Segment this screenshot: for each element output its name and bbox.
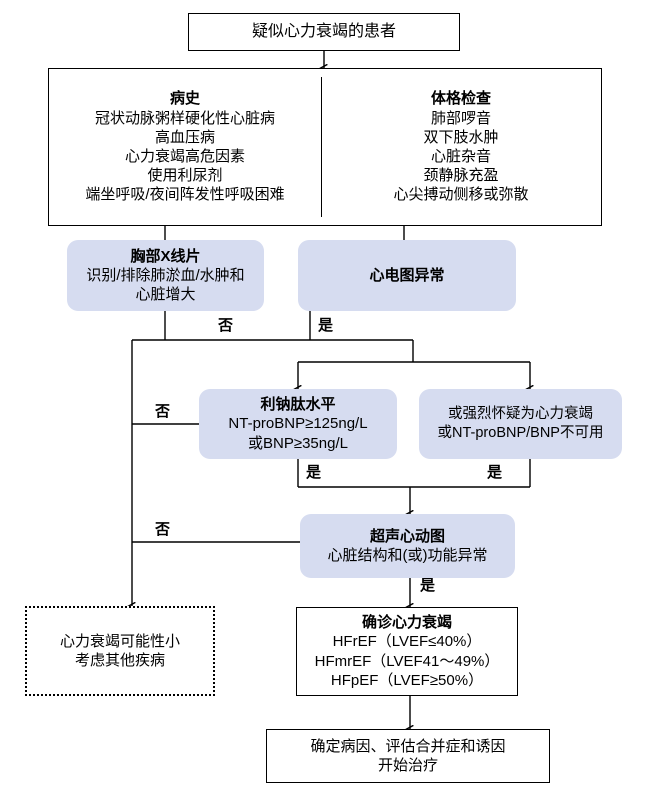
physical-exam-item: 心尖搏动侧移或弥散 — [393, 186, 529, 204]
chest-xray-title: 胸部X线片 — [130, 247, 201, 265]
natriuretic-line: NT-proBNP≥125ng/L — [228, 415, 368, 433]
node-history-exam: 病史 冠状动脉粥样硬化性心脏病 高血压病 心力衰竭高危因素 使用利尿剂 端坐呼吸… — [48, 68, 602, 226]
node-natriuretic-peptide: 利钠肽水平 NT-proBNP≥125ng/L 或BNP≥35ng/L — [199, 389, 397, 459]
natriuretic-title: 利钠肽水平 — [260, 396, 336, 414]
node-chest-xray: 胸部X线片 识别/排除肺淤血/水肿和 心脏增大 — [67, 240, 264, 311]
history-item: 冠状动脉粥样硬化性心脏病 — [94, 109, 275, 127]
treatment-line: 确定病因、评估合并症和诱因 — [310, 737, 506, 755]
natriuretic-line: 或BNP≥35ng/L — [248, 434, 348, 452]
edge-label-suspicion-yes: 是 — [487, 464, 503, 481]
history-exam-divider — [321, 77, 323, 217]
history-item: 使用利尿剂 — [147, 167, 223, 185]
physical-exam-item: 颈静脉充盈 — [423, 167, 499, 185]
hf-unlikely-line: 心力衰竭可能性小 — [59, 632, 180, 650]
treatment-line: 开始治疗 — [377, 757, 438, 774]
physical-exam-column: 体格检查 肺部啰音 双下肢水肿 心脏杂音 颈静脉充盈 心尖搏动侧移或弥散 — [321, 69, 601, 225]
edge-label-ecg-yes: 是 — [318, 317, 334, 334]
history-title: 病史 — [169, 90, 200, 108]
history-column: 病史 冠状动脉粥样硬化性心脏病 高血压病 心力衰竭高危因素 使用利尿剂 端坐呼吸… — [49, 69, 321, 225]
ecg-abnormal-title: 心电图异常 — [369, 266, 445, 284]
echo-line: 心脏结构和(或)功能异常 — [327, 547, 488, 564]
history-item: 高血压病 — [154, 128, 215, 146]
echo-title: 超声心动图 — [369, 527, 445, 545]
confirmed-hf-line: HFmrEF（LVEF41～49%） — [314, 652, 500, 670]
suspected-hf-label: 疑似心力衰竭的患者 — [251, 22, 396, 40]
node-suspected-hf: 疑似心力衰竭的患者 — [188, 13, 460, 51]
node-treatment: 确定病因、评估合并症和诱因 开始治疗 — [266, 729, 550, 783]
hf-unlikely-line: 考虑其他疾病 — [74, 652, 165, 669]
edge-label-echo-yes: 是 — [420, 577, 436, 594]
physical-exam-item: 肺部啰音 — [430, 109, 491, 127]
history-item: 心力衰竭高危因素 — [124, 148, 245, 165]
edge-label-xray-no: 否 — [218, 317, 234, 334]
physical-exam-item: 心脏杂音 — [430, 148, 491, 165]
physical-exam-title: 体格检查 — [430, 90, 491, 108]
confirmed-hf-title: 确诊心力衰竭 — [361, 614, 452, 632]
chest-xray-line: 心脏增大 — [135, 286, 196, 304]
node-hf-unlikely: 心力衰竭可能性小 考虑其他疾病 — [25, 606, 215, 696]
node-ecg-abnormal: 心电图异常 — [298, 240, 516, 311]
strong-suspicion-line: 或NT-proBNP/BNP不可用 — [437, 425, 604, 441]
history-item: 端坐呼吸/夜间阵发性呼吸困难 — [85, 186, 285, 204]
edge-label-bnp-yes: 是 — [306, 464, 322, 481]
node-confirmed-hf: 确诊心力衰竭 HFrEF（LVEF≤40%） HFmrEF（LVEF41～49%… — [296, 607, 518, 696]
strong-suspicion-line: 或强烈怀疑为心力衰竭 — [448, 406, 593, 423]
confirmed-hf-line: HFpEF（LVEF≥50%） — [330, 671, 484, 689]
edge-label-bnp-no: 否 — [155, 403, 171, 420]
chest-xray-line: 识别/排除肺淤血/水肿和 — [86, 266, 245, 284]
confirmed-hf-line: HFrEF（LVEF≤40%） — [332, 633, 482, 651]
physical-exam-item: 双下肢水肿 — [423, 128, 499, 146]
node-echocardiogram: 超声心动图 心脏结构和(或)功能异常 — [300, 514, 515, 578]
edge-label-echo-no: 否 — [155, 521, 171, 538]
node-strong-suspicion: 或强烈怀疑为心力衰竭 或NT-proBNP/BNP不可用 — [419, 389, 622, 459]
